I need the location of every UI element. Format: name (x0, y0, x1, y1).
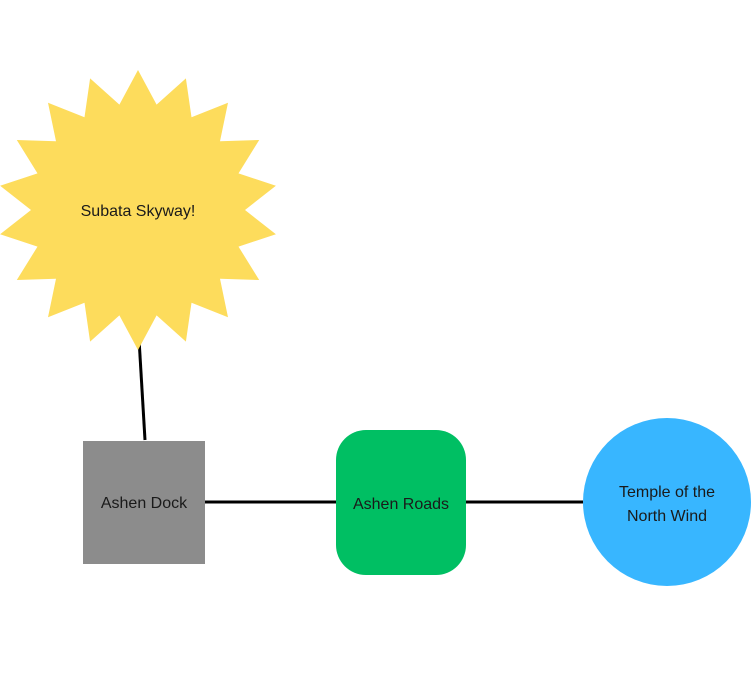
node-temple-label-line-1: Temple of the (619, 484, 715, 501)
node-ashen-roads[interactable]: Ashen Roads (336, 430, 466, 575)
node-ashen-roads-label: Ashen Roads (353, 496, 449, 513)
node-subata-skyway[interactable]: Subata Skyway! (0, 70, 276, 350)
ashen-dock-shape (83, 441, 205, 564)
node-ashen-dock[interactable]: Ashen Dock (83, 441, 205, 564)
starburst-shape (0, 70, 276, 350)
temple-shape (583, 418, 751, 586)
node-ashen-dock-label: Ashen Dock (101, 495, 188, 512)
ashen-roads-shape (336, 430, 466, 575)
node-temple-north-wind[interactable]: Temple of the North Wind (583, 418, 751, 586)
node-temple-label-line-2: North Wind (627, 508, 707, 525)
node-subata-skyway-label: Subata Skyway! (81, 203, 196, 220)
